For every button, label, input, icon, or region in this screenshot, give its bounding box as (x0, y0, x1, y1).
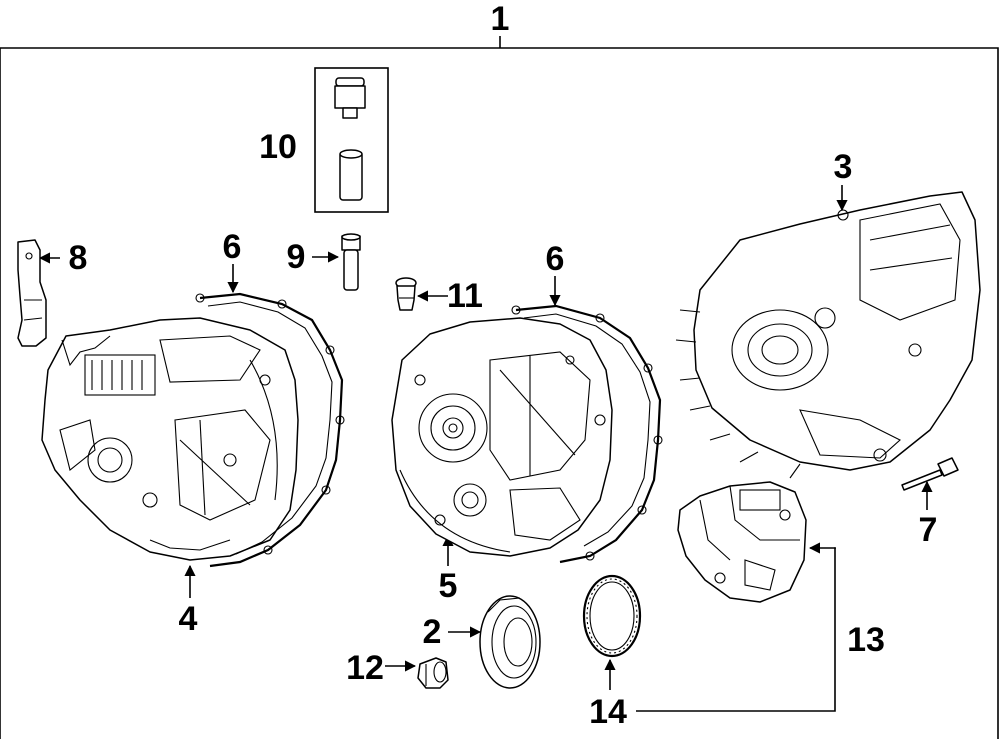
part-14-ring (582, 574, 642, 658)
callout-14: 14 (589, 693, 627, 731)
callout-11: 11 (447, 277, 483, 315)
assembly-frame (0, 36, 999, 739)
callout-5: 5 (439, 567, 458, 605)
callout-2: 2 (423, 613, 442, 651)
callout-1: 1 (491, 0, 510, 38)
callout-13: 13 (847, 621, 885, 659)
part-13-actuator (677, 481, 807, 603)
part-3-right-case (675, 191, 981, 479)
part-11-plug (395, 277, 417, 311)
callout-8: 8 (69, 239, 88, 277)
callout-10: 10 (259, 128, 297, 166)
part-7-bolt (901, 457, 959, 491)
callout-6-left: 6 (223, 228, 242, 266)
callout-6-right: 6 (546, 240, 565, 278)
leader-lines (38, 185, 933, 712)
part-6-left-gasket (195, 292, 345, 568)
part-8-bracket (17, 239, 47, 347)
callout-9: 9 (287, 238, 306, 276)
part-9-pin (341, 233, 361, 291)
part-10-cap-and-sleeve (314, 67, 389, 213)
part-6-right-gasket (511, 304, 663, 564)
part-4-left-housing (41, 317, 299, 561)
part-2-seal (479, 595, 541, 689)
callout-4: 4 (179, 600, 198, 638)
callout-3: 3 (834, 148, 853, 186)
callout-12: 12 (346, 649, 384, 687)
part-5-center-housing (391, 317, 613, 557)
part-12-plug (417, 657, 449, 689)
callout-7: 7 (919, 511, 938, 549)
